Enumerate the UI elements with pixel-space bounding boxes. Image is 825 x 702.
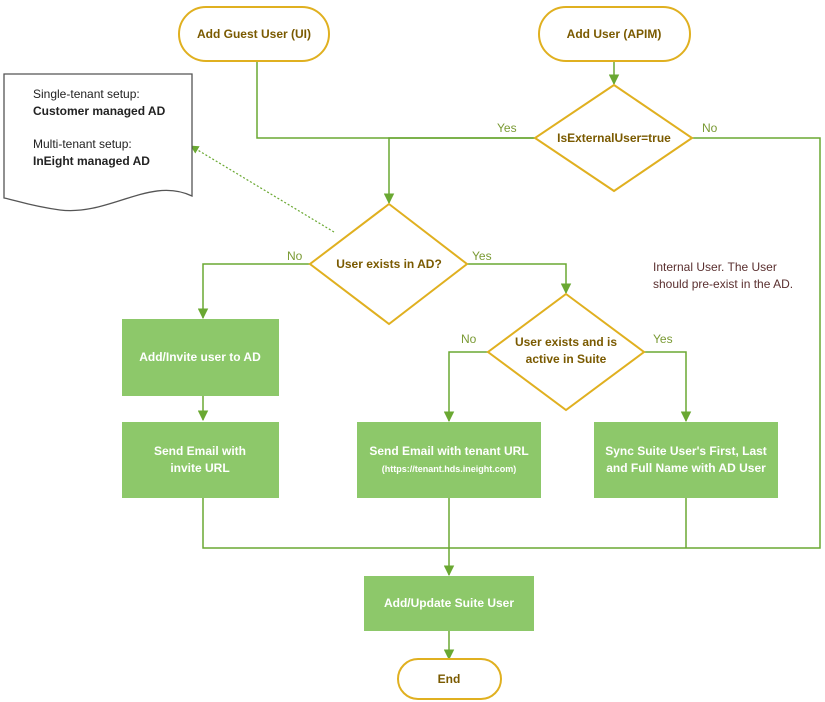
label-yes-ad: Yes — [472, 249, 492, 263]
document-line4: InEight managed AD — [33, 154, 150, 168]
process-send-tenant-line2: (https://tenant.hds.ineight.com) — [382, 464, 517, 474]
document-line3: Multi-tenant setup: — [33, 137, 132, 151]
edge-suite-no — [443, 351, 488, 423]
edge-external-yes — [383, 137, 535, 205]
edge-ad-yes — [467, 263, 572, 295]
edge-guest-down — [256, 61, 535, 139]
decision-user-exists-ad-label: User exists in AD? — [336, 257, 442, 271]
decision-is-external-user-label: IsExternalUser=true — [557, 131, 671, 145]
label-no-suite: No — [461, 332, 477, 346]
annotation-link — [190, 145, 335, 233]
process-add-invite-user: Add/Invite user to AD — [122, 319, 279, 396]
label-yes-suite: Yes — [653, 332, 673, 346]
process-sync-line1: Sync Suite User's First, Last — [605, 444, 767, 458]
note-line1: Internal User. The User — [653, 260, 777, 274]
process-add-update-label: Add/Update Suite User — [384, 596, 514, 610]
note-line2: should pre-exist in the AD. — [653, 277, 793, 291]
process-sync-line2: and Full Name with AD User — [606, 461, 766, 475]
label-no-external: No — [702, 121, 718, 135]
process-send-invite-line2: invite URL — [170, 461, 229, 475]
process-add-invite-user-label: Add/Invite user to AD — [139, 350, 261, 364]
decision-user-exists-ad: User exists in AD? — [308, 202, 469, 326]
terminal-add-user-apim: Add User (APIM) — [538, 6, 691, 62]
decision-user-exists-suite: User exists and is active in Suite — [486, 292, 646, 412]
label-yes-external: Yes — [497, 121, 517, 135]
edge-ad-no — [197, 263, 310, 320]
edge-invite-merge — [202, 498, 449, 549]
terminal-add-guest-user: Add Guest User (UI) — [178, 6, 330, 62]
process-sync-suite-user: Sync Suite User's First, Last and Full N… — [594, 422, 778, 498]
edge-external-no — [449, 137, 821, 549]
terminal-add-guest-user-label: Add Guest User (UI) — [197, 27, 311, 41]
document-line2: Customer managed AD — [33, 104, 166, 118]
decision-user-exists-suite-line2: active in Suite — [526, 352, 607, 366]
terminal-end-label: End — [438, 672, 461, 686]
terminal-end: End — [397, 658, 502, 700]
decision-user-exists-suite-line1: User exists and is — [515, 335, 617, 349]
process-send-invite-email: Send Email with invite URL — [122, 422, 279, 498]
document-line1: Single-tenant setup: — [33, 87, 140, 101]
connectors — [190, 61, 821, 661]
process-send-invite-line1: Send Email with — [154, 444, 246, 458]
process-send-tenant-line1: Send Email with tenant URL — [369, 444, 528, 458]
document-ad-setup: Single-tenant setup: Customer managed AD… — [3, 73, 193, 212]
process-send-tenant-email: Send Email with tenant URL (https://tena… — [357, 422, 541, 498]
edge-labels: Yes No No Yes No Yes — [287, 121, 718, 346]
terminal-add-user-apim-label: Add User (APIM) — [567, 27, 662, 41]
edge-suite-yes — [644, 351, 692, 423]
process-add-update-suite-user: Add/Update Suite User — [364, 576, 534, 631]
label-no-ad: No — [287, 249, 303, 263]
decision-is-external-user: IsExternalUser=true — [533, 83, 694, 193]
note-internal-user: Internal User. The User should pre-exist… — [653, 260, 793, 291]
